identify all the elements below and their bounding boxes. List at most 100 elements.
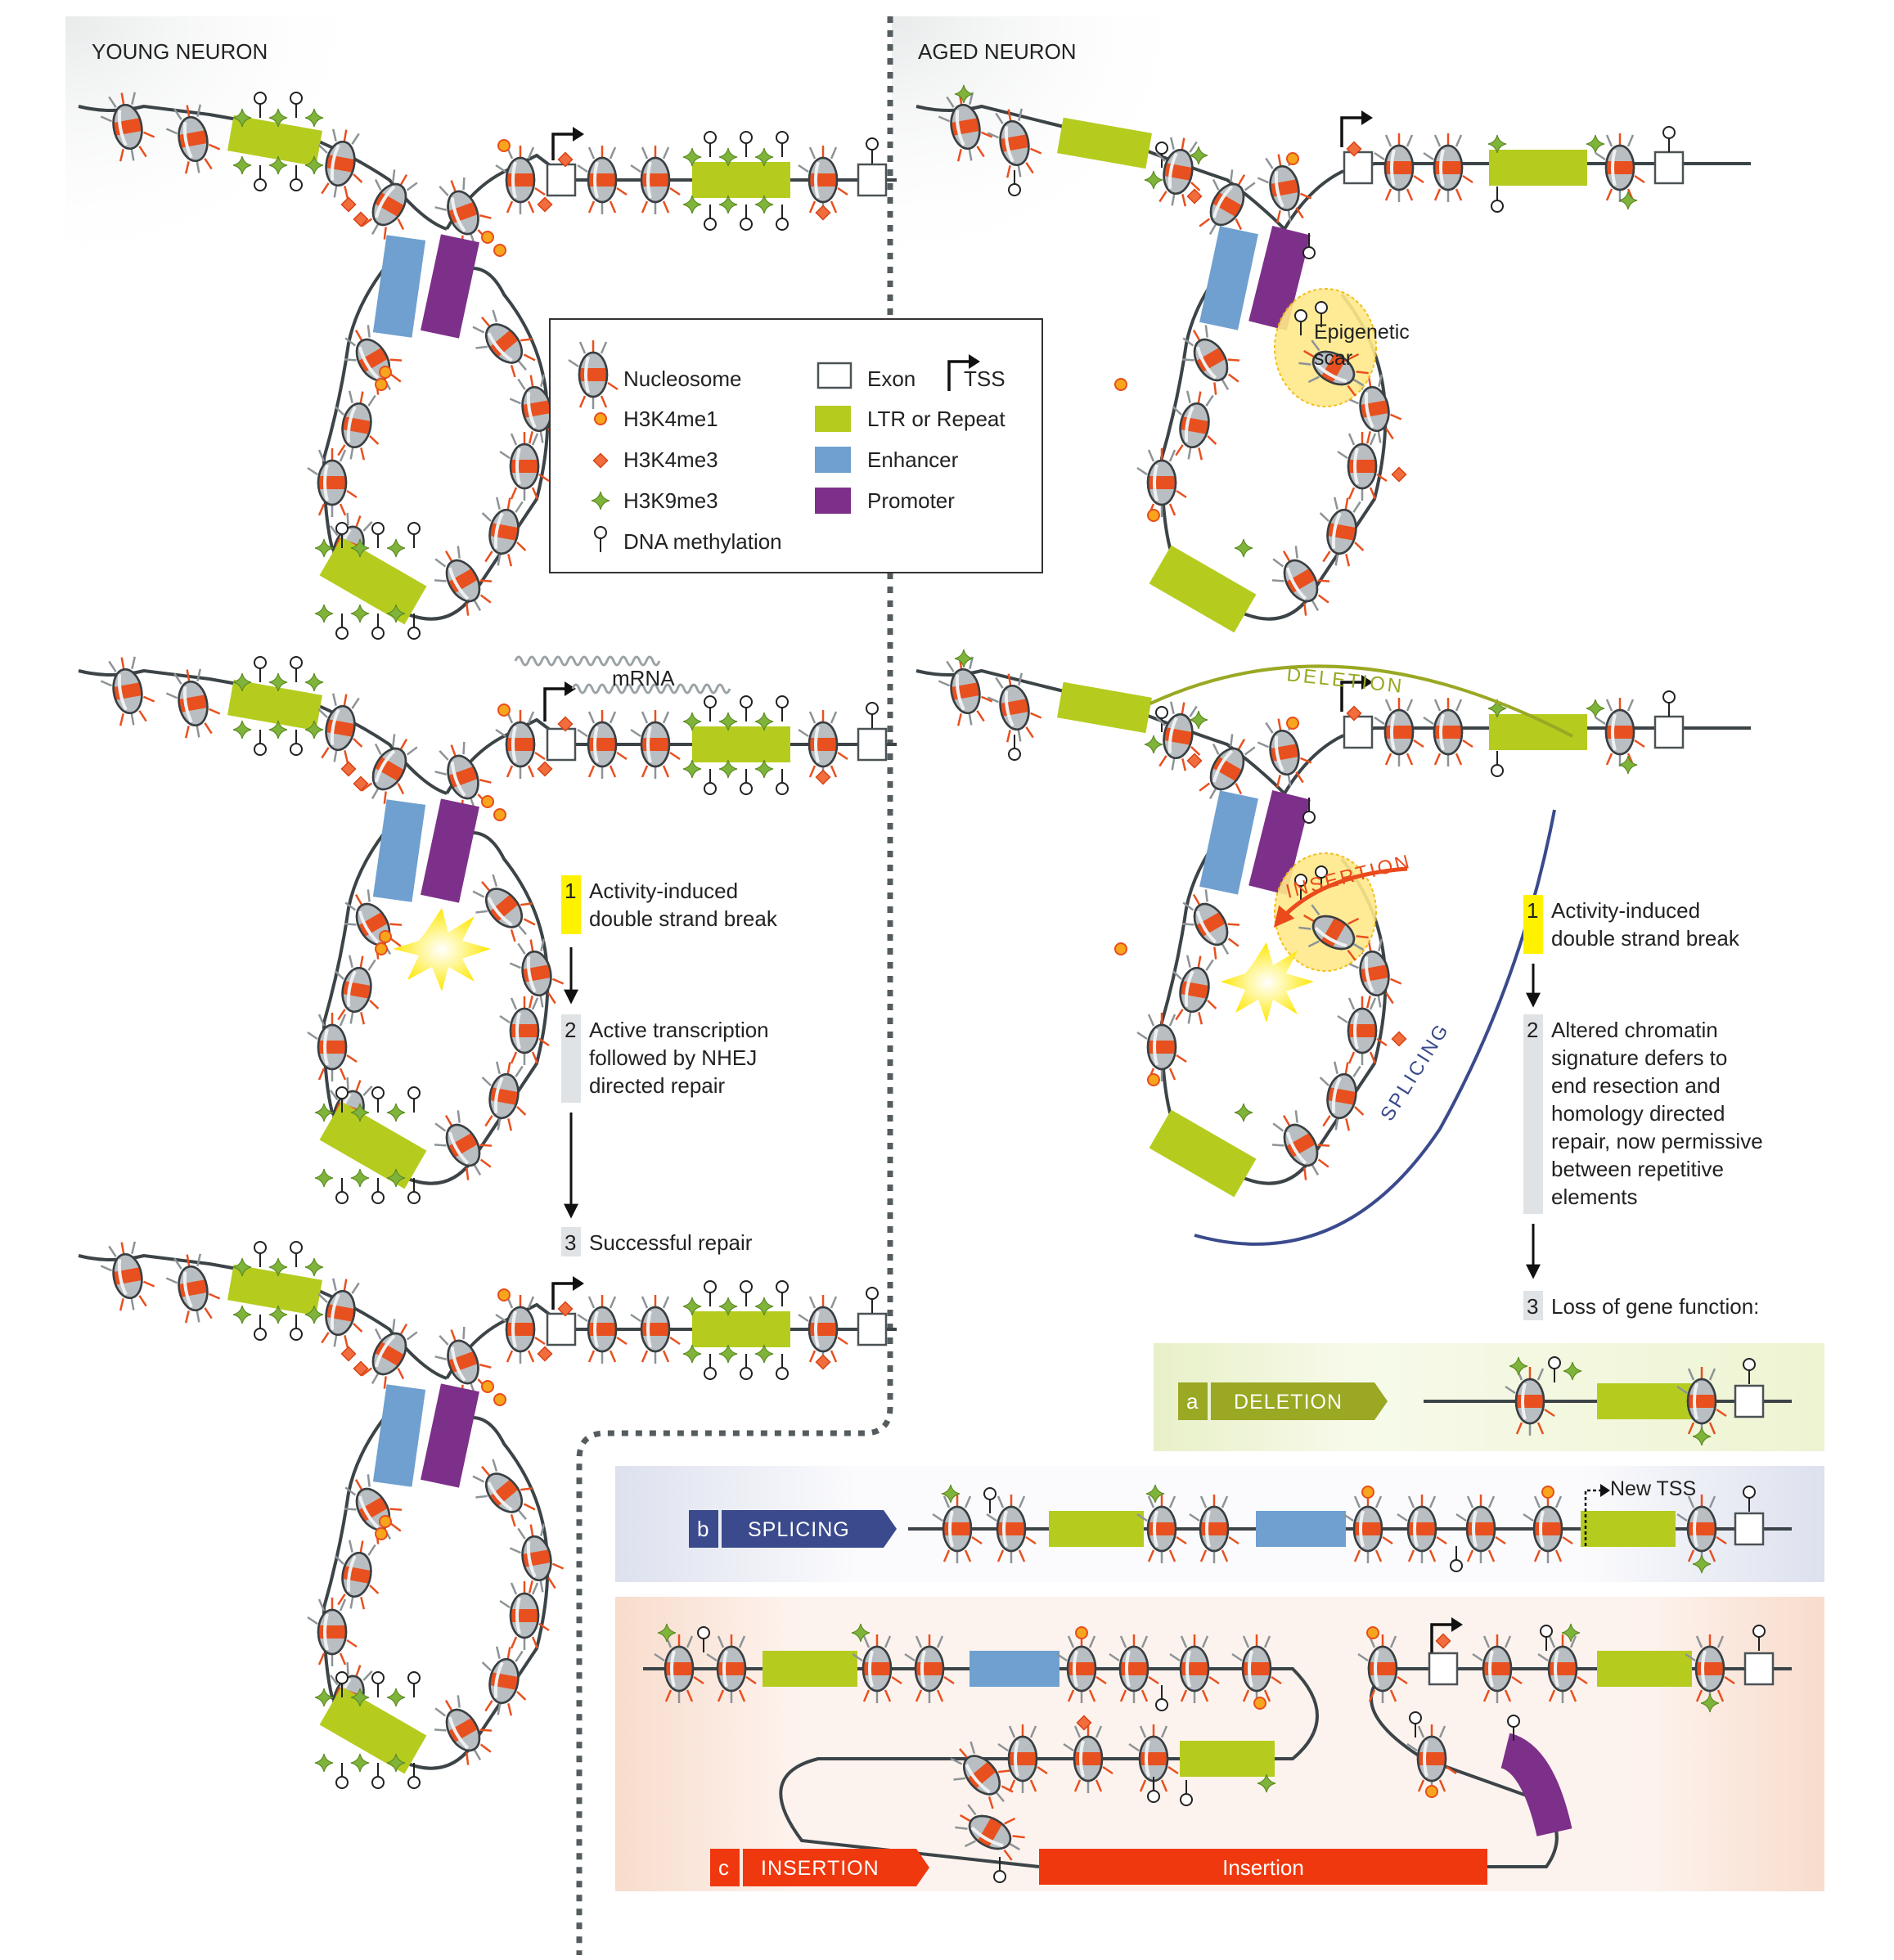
histone-tail [1462,739,1473,748]
nucleosome-band [809,1323,837,1336]
histone-tail [1347,1051,1356,1064]
methylation-head [1548,1356,1561,1369]
h3k9me3-mark [350,1753,370,1773]
histone-tail [1389,1635,1397,1648]
histone-tail [361,218,373,227]
histone-tail [1018,672,1023,686]
histone-tail [369,1585,380,1594]
ltr-repeat-block [1581,1511,1676,1547]
histone-tail [1187,1011,1192,1024]
nucleosome-highlight [1353,447,1359,485]
h3k4me3-mark [557,716,574,732]
histone-tail [1018,1549,1026,1562]
methylation-head [983,1487,996,1500]
nucleosome-icon [955,1804,1025,1861]
nucleosome-band [1200,1522,1228,1535]
histone-tail [397,1368,405,1380]
exon-box [1653,715,1685,749]
histone-tail [351,697,360,709]
nucleosome-band [977,1817,1003,1848]
young-steps: 1 Activity-induced double strand break 2… [561,875,778,1256]
nucleosome-band [1148,476,1176,489]
histone-tail [434,1122,447,1132]
nucleosome-icon [577,710,628,779]
histone-tail [196,160,200,173]
histone-tail [1257,177,1270,184]
nucleosome-band [1516,1395,1544,1408]
histone-tail [1181,137,1185,151]
exon-box [857,163,888,197]
histone-tail [434,1707,447,1717]
nucleosome-icon [100,656,155,726]
legend-promoter: Promoter [867,488,955,513]
histone-tail [354,1479,363,1491]
histone-tail [450,744,457,757]
histone-tail [1347,962,1360,969]
histone-tail [664,1689,673,1702]
histone-tail [204,722,213,735]
young-fiber [78,92,897,640]
histone-tail [1337,1014,1348,1024]
histone-tail [641,1296,649,1309]
nucleosome-icon [1423,133,1473,202]
histone-tail [344,358,357,362]
histone-tail [1376,473,1388,483]
nucleosome-icon [165,1253,221,1324]
histone-tail [1382,1535,1393,1545]
histone-tail [1029,1779,1037,1792]
nucleosome-icon [1374,133,1424,202]
histone-tail [1384,699,1392,712]
h3k9me3-mark [1487,699,1507,718]
nucleosome-outline [112,103,143,151]
histone-tail [1102,1765,1113,1775]
histone-tail [360,1597,366,1610]
h3k4me1-mark [379,366,392,379]
h3k4me1-mark [493,808,506,821]
histone-tail [830,765,838,778]
histone-tail [1428,1495,1437,1508]
histone-tail [1307,940,1320,948]
nucleosome-band [358,1496,389,1522]
histone-tail [1208,223,1217,235]
h3k9me3-mark [314,1688,334,1707]
h3k9me3-mark [314,604,334,623]
nucleosome-icon [938,92,993,162]
histone-tail [186,669,191,682]
h3k9me3-mark [304,1257,324,1277]
histone-tail [1406,188,1414,201]
nucleosome-icon [361,734,418,804]
ltr-repeat-block [1489,150,1587,186]
nucleosome-band [1549,1662,1577,1675]
nucleosome-band [916,1662,943,1675]
nucleosome-outline [325,704,356,752]
young-step-2-line-1: Active transcription [589,1018,769,1042]
aged-step-1-marker [1523,895,1543,954]
histone-tail [1158,191,1167,203]
histone-tail [539,1580,544,1593]
aged-break-flash [1221,942,1314,1023]
histone-tail [1180,1689,1188,1702]
histone-tail [495,1646,501,1659]
nucleosome-outline [1326,1072,1357,1120]
nucleosome-icon [307,1598,358,1666]
nucleosome-icon [1406,1724,1457,1793]
nucleosome-outline [1359,385,1390,433]
histone-tail [1168,449,1176,462]
nucleosome-highlight [515,1597,521,1634]
nucleosome-icon [1169,1634,1220,1703]
h3k9me3-mark [268,155,288,175]
histone-tail [996,1495,1005,1508]
histone-tail [108,1245,117,1257]
histone-tail [1352,501,1361,513]
exon-box [1734,1384,1765,1418]
histone-tail [609,711,617,724]
nucleosome-icon [1056,1634,1107,1703]
legend-h3k4me3: H3K4me3 [623,447,718,472]
methylation-head [1302,246,1316,259]
histone-tail [798,728,809,738]
histone-tail [1155,152,1166,162]
histone-tail [1168,503,1176,516]
aged-step-1-line-2: double strand break [1551,926,1740,951]
histone-tail [808,765,817,778]
nucleosome-highlight [1439,713,1445,751]
